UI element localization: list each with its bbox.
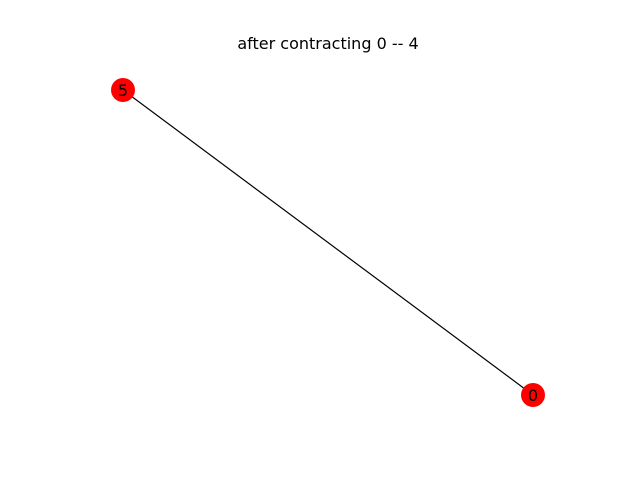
node-0 — [521, 383, 545, 407]
node-5 — [111, 78, 135, 102]
edges-layer — [122, 89, 534, 396]
node-label-5: 5 — [118, 81, 128, 100]
node-label-0: 0 — [528, 386, 538, 405]
nodes-layer: 50 — [111, 78, 545, 407]
plot-title: after contracting 0 -- 4 — [237, 34, 418, 53]
edge-5-0 — [122, 89, 534, 396]
